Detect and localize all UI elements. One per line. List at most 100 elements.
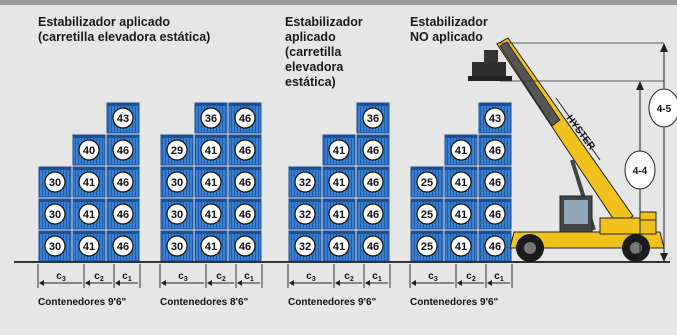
tier-weight-label: 46 [239, 241, 251, 253]
tier-weight-badge [200, 139, 222, 161]
tier-weight-label: 46 [117, 177, 129, 189]
container: 43 [478, 102, 512, 134]
tier-weight-label: 32 [299, 241, 311, 253]
tier-weight-badge [362, 235, 384, 257]
clearance-label-c1: c1 [244, 271, 254, 283]
tier-weight-badge [234, 171, 256, 193]
tier-weight-label: 46 [489, 209, 501, 221]
tier-weight-badge [450, 139, 472, 161]
container: 30 [160, 230, 194, 262]
tier-weight-badge [112, 235, 134, 257]
container: 30 [38, 166, 72, 198]
footer-group-4: Contenedores 9'6" [410, 297, 499, 308]
tier-weight-label: 25 [421, 209, 433, 221]
container: 46 [228, 166, 262, 198]
tier-weight-label: 41 [205, 177, 217, 189]
tier-weight-badge [234, 107, 256, 129]
footer-group-2: Contenedores 8'6" [160, 297, 249, 308]
tier-weight-badge [200, 171, 222, 193]
container: 30 [160, 198, 194, 230]
tier-weight-badge [112, 107, 134, 129]
clearance-label-c1: c1 [494, 271, 504, 283]
container: 40 [72, 134, 106, 166]
tier-weight-label: 40 [83, 145, 95, 157]
clearance-label-c2: c2 [344, 271, 354, 283]
tier-weight-badge [112, 171, 134, 193]
tier-weight-badge [328, 139, 350, 161]
container: 41 [322, 166, 356, 198]
container: 46 [106, 230, 140, 262]
tier-weight-label: 41 [455, 145, 467, 157]
tier-weight-label: 43 [117, 113, 129, 125]
container: 30 [38, 198, 72, 230]
container: 29 [160, 134, 194, 166]
tier-weight-label: 41 [83, 209, 95, 221]
container: 46 [106, 198, 140, 230]
tier-weight-label: 46 [117, 209, 129, 221]
container: 36 [356, 102, 390, 134]
tier-weight-badge [166, 171, 188, 193]
tier-weight-label: 46 [117, 145, 129, 157]
container: 41 [72, 230, 106, 262]
tier-weight-label: 43 [489, 113, 501, 125]
container: 46 [478, 198, 512, 230]
container: 41 [72, 166, 106, 198]
tier-weight-badge [450, 203, 472, 225]
tier-weight-label: 30 [49, 241, 61, 253]
container: 46 [478, 134, 512, 166]
tier-weight-badge [44, 171, 66, 193]
tier-weight-badge [484, 107, 506, 129]
tier-weight-label: 32 [299, 209, 311, 221]
tier-weight-label: 36 [205, 113, 217, 125]
tier-weight-label: 25 [421, 241, 433, 253]
container: 41 [72, 198, 106, 230]
tier-weight-badge [78, 235, 100, 257]
tier-weight-badge [294, 203, 316, 225]
tier-weight-badge [484, 171, 506, 193]
heading-group-4: Estabilizador NO aplicado [410, 15, 488, 44]
tier-weight-label: 46 [489, 145, 501, 157]
dim-4-4-badge [624, 150, 656, 190]
tier-weight-badge [234, 203, 256, 225]
tier-weight-badge [484, 235, 506, 257]
tier-weight-badge [200, 235, 222, 257]
tier-weight-label: 46 [489, 241, 501, 253]
tier-weight-badge [44, 203, 66, 225]
tier-weight-label: 41 [83, 241, 95, 253]
tier-weight-badge [78, 203, 100, 225]
clearance-label-c2: c2 [466, 271, 476, 283]
container: 46 [356, 198, 390, 230]
tier-weight-label: 30 [171, 241, 183, 253]
tier-weight-badge [294, 171, 316, 193]
tier-weight-label: 46 [367, 209, 379, 221]
tier-weight-badge [484, 139, 506, 161]
tier-weight-label: 41 [455, 177, 467, 189]
container: 46 [106, 166, 140, 198]
clearance-label-c3: c3 [428, 271, 438, 283]
tier-weight-label: 46 [489, 177, 501, 189]
tier-weight-badge [78, 171, 100, 193]
tier-weight-label: 41 [455, 241, 467, 253]
container: 46 [106, 134, 140, 166]
tier-weight-label: 36 [367, 113, 379, 125]
tier-weight-label: 41 [205, 145, 217, 157]
tier-weight-label: 46 [239, 113, 251, 125]
tier-weight-label: 46 [117, 241, 129, 253]
container: 41 [444, 134, 478, 166]
tier-weight-label: 29 [171, 145, 183, 157]
container: 46 [228, 134, 262, 166]
tier-weight-badge [328, 235, 350, 257]
tier-weight-badge [200, 203, 222, 225]
tier-weight-label: 30 [49, 209, 61, 221]
tier-weight-badge [166, 203, 188, 225]
clearance-label-c3: c3 [178, 271, 188, 283]
container: 25 [410, 230, 444, 262]
container: 41 [322, 134, 356, 166]
container: 41 [194, 198, 228, 230]
container: 25 [410, 166, 444, 198]
tier-weight-label: 30 [171, 177, 183, 189]
clearance-label-c2: c2 [216, 271, 226, 283]
clearance-label-c1: c1 [122, 271, 132, 283]
